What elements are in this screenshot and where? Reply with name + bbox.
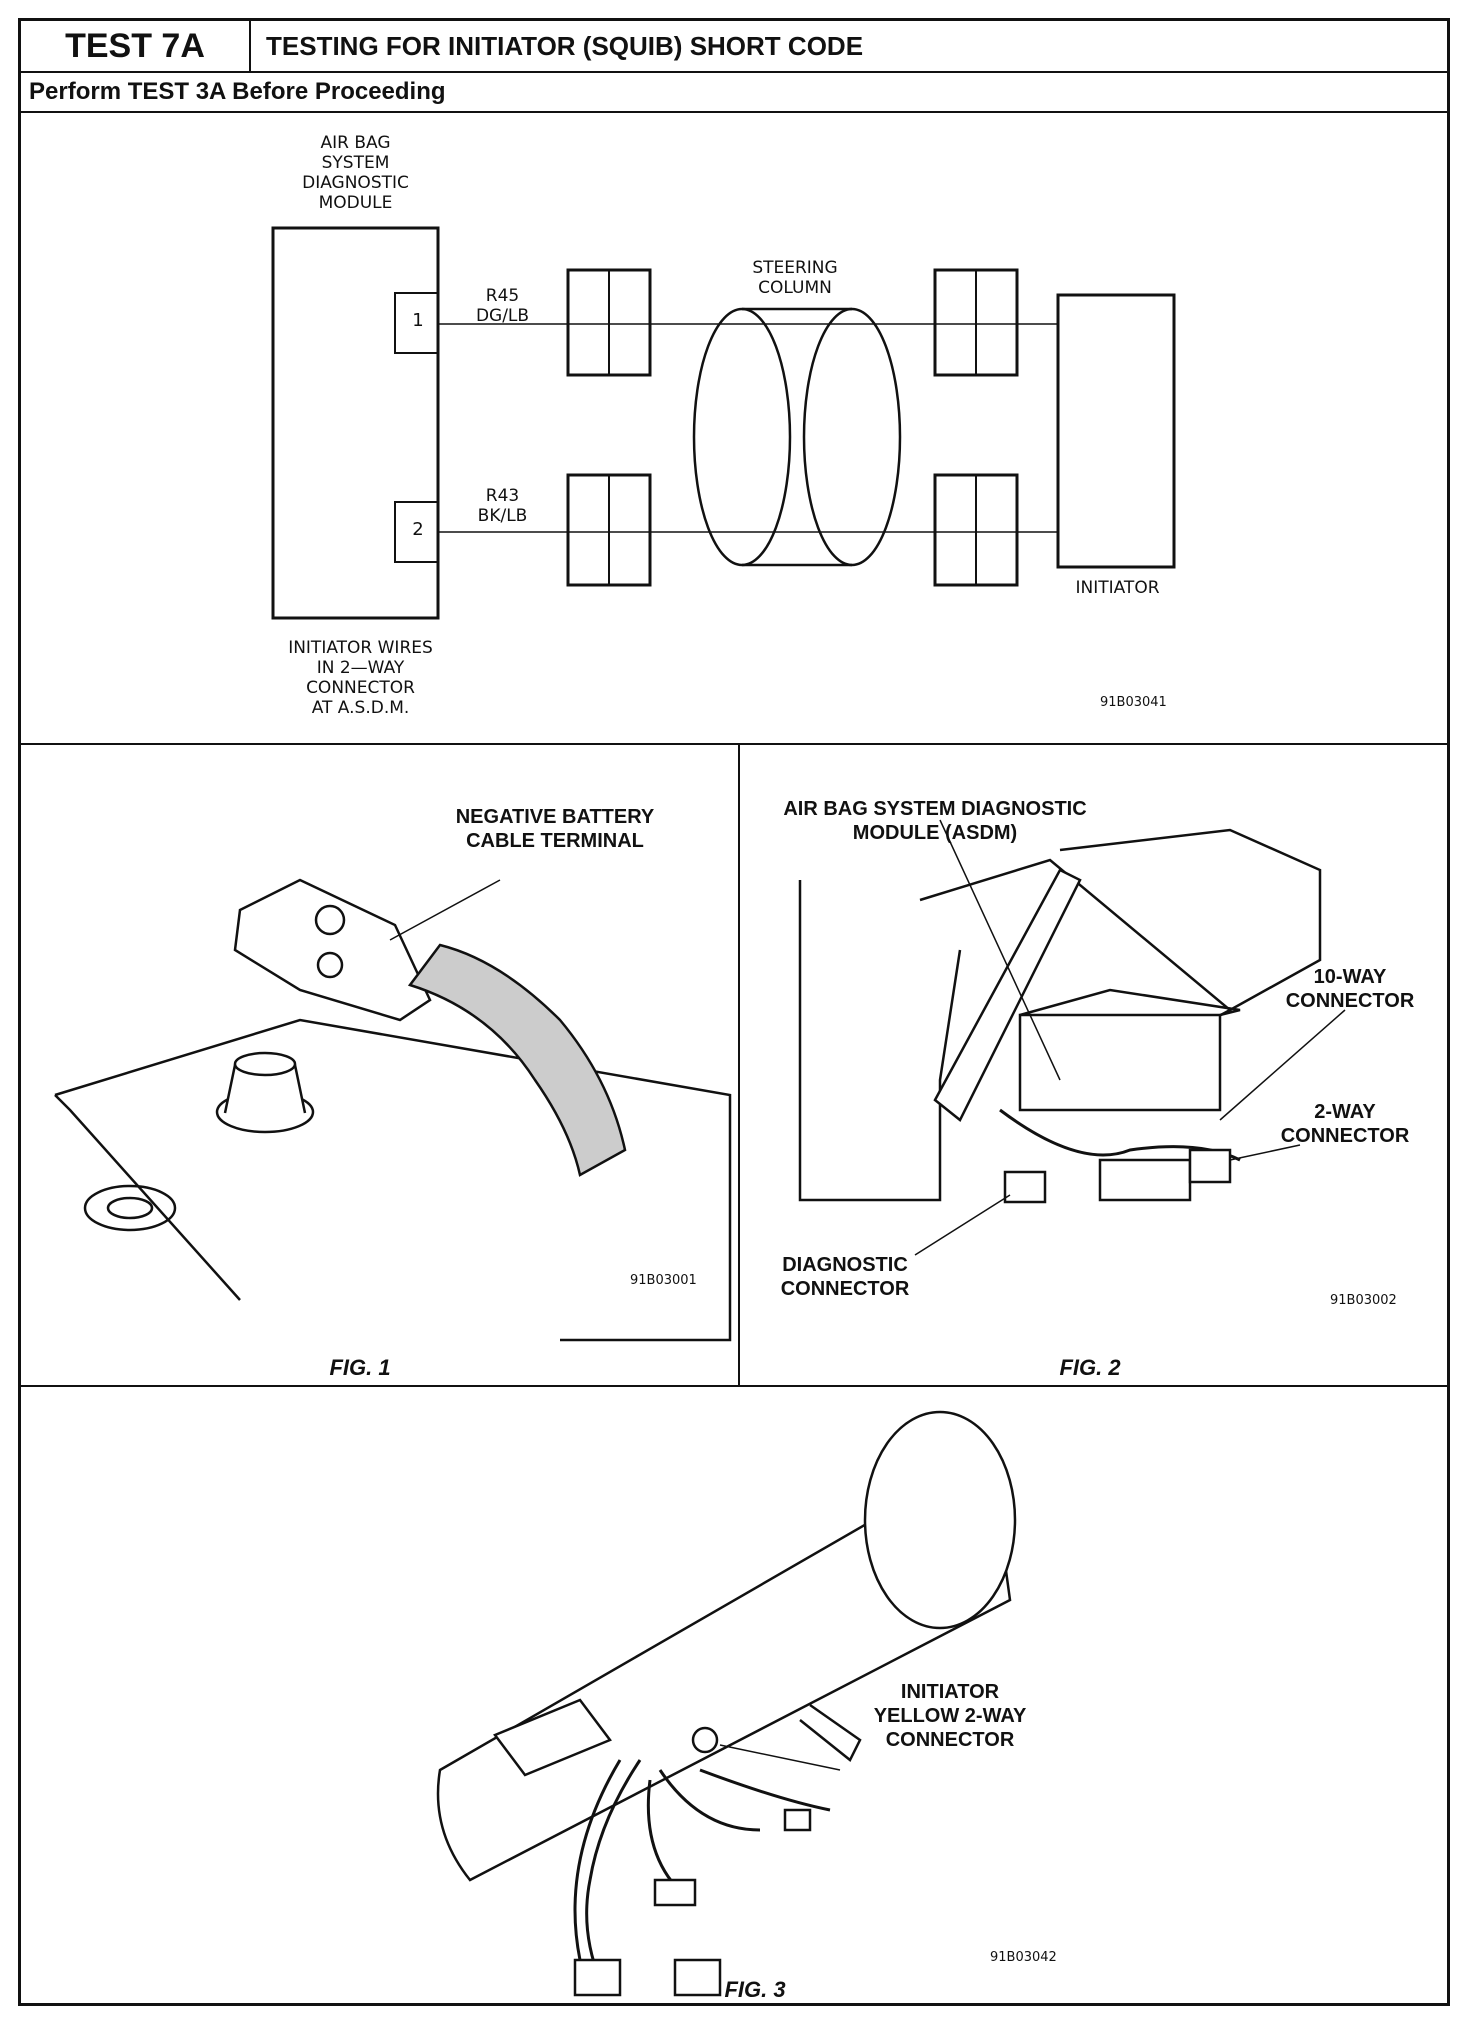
test-id: TEST 7A [21, 21, 251, 71]
initiator-label: INITIATOR [1075, 578, 1160, 598]
divider-schematic [21, 743, 1447, 745]
asdm-module [1018, 1013, 1222, 1112]
test-title: TESTING FOR INITIATOR (SQUIB) SHORT CODE [266, 31, 864, 61]
pin-1-box [394, 292, 439, 354]
schematic-code: 91B03041 [1100, 695, 1167, 710]
steering-column-label: STEERING COLUMN [752, 258, 838, 298]
fig2-callout-2way: 2-WAY CONNECTOR [1280, 1101, 1410, 1147]
diagnostic-module-box [271, 226, 440, 620]
divider-fig1-fig2 [738, 743, 740, 1385]
initiator-box [1056, 293, 1176, 569]
wire-harness [573, 1759, 831, 1981]
asdm-module-drawing [798, 819, 1346, 1256]
fig1-caption: FIG. 1 [329, 1355, 391, 1380]
mounting-bracket [933, 868, 1082, 1122]
module-label: AIR BAG SYSTEM DIAGNOSTIC MODULE [302, 133, 409, 213]
two-way-connector-plug [1188, 1148, 1232, 1184]
prerequisite-text: Perform TEST 3A Before Proceeding [29, 78, 446, 105]
battery-terminal-drawing [54, 878, 732, 1342]
washer [83, 1184, 177, 1232]
diagnostic-connector-plug [1003, 1170, 1047, 1204]
fig2-callout-diagnostic: DIAGNOSTIC CONNECTOR [780, 1254, 910, 1300]
fig2-callout-10way: 10-WAY CONNECTOR [1285, 966, 1415, 1012]
fig2-caption: FIG. 2 [1059, 1355, 1121, 1380]
wire-r43-label: R43 BK/LB [477, 486, 528, 526]
pin-1-label: 1 [412, 310, 424, 331]
wire-r45-label: R45 DG/LB [475, 286, 530, 326]
terminal-clamp [233, 878, 432, 1022]
prerequisite-bar: Perform TEST 3A Before Proceeding [21, 73, 1447, 113]
battery-cable [407, 943, 627, 1177]
switch-housing [493, 1698, 612, 1777]
fig2-code: 91B03002 [1330, 1293, 1397, 1308]
schematic-diagram [271, 226, 1176, 620]
pin-2-label: 2 [412, 519, 424, 540]
fig2-callout-module: AIR BAG SYSTEM DIAGNOSTIC MODULE (ASDM) [783, 798, 1087, 844]
page-frame: TEST 7A TESTING FOR INITIATOR (SQUIB) SH… [18, 18, 1450, 2006]
fig3-code: 91B03042 [990, 1950, 1057, 1965]
fig3-callout: INITIATOR YELLOW 2-WAY CONNECTOR [873, 1681, 1027, 1751]
divider-fig3 [21, 1385, 1447, 1387]
steering-column-drawing [436, 1410, 1017, 1997]
test-header: TEST 7A TESTING FOR INITIATOR (SQUIB) SH… [21, 21, 1447, 73]
switch-lever [799, 1703, 862, 1762]
fig1-code: 91B03001 [630, 1273, 697, 1288]
fig1-callout: NEGATIVE BATTERY CABLE TERMINAL [455, 806, 655, 852]
connector-note: INITIATOR WIRES IN 2—WAY CONNECTOR AT A.… [288, 638, 433, 718]
initiator-connector [691, 1726, 719, 1754]
column-end [863, 1410, 1017, 1630]
ten-way-connector-plug [1098, 1158, 1192, 1202]
fig3-caption: FIG. 3 [724, 1977, 786, 2002]
